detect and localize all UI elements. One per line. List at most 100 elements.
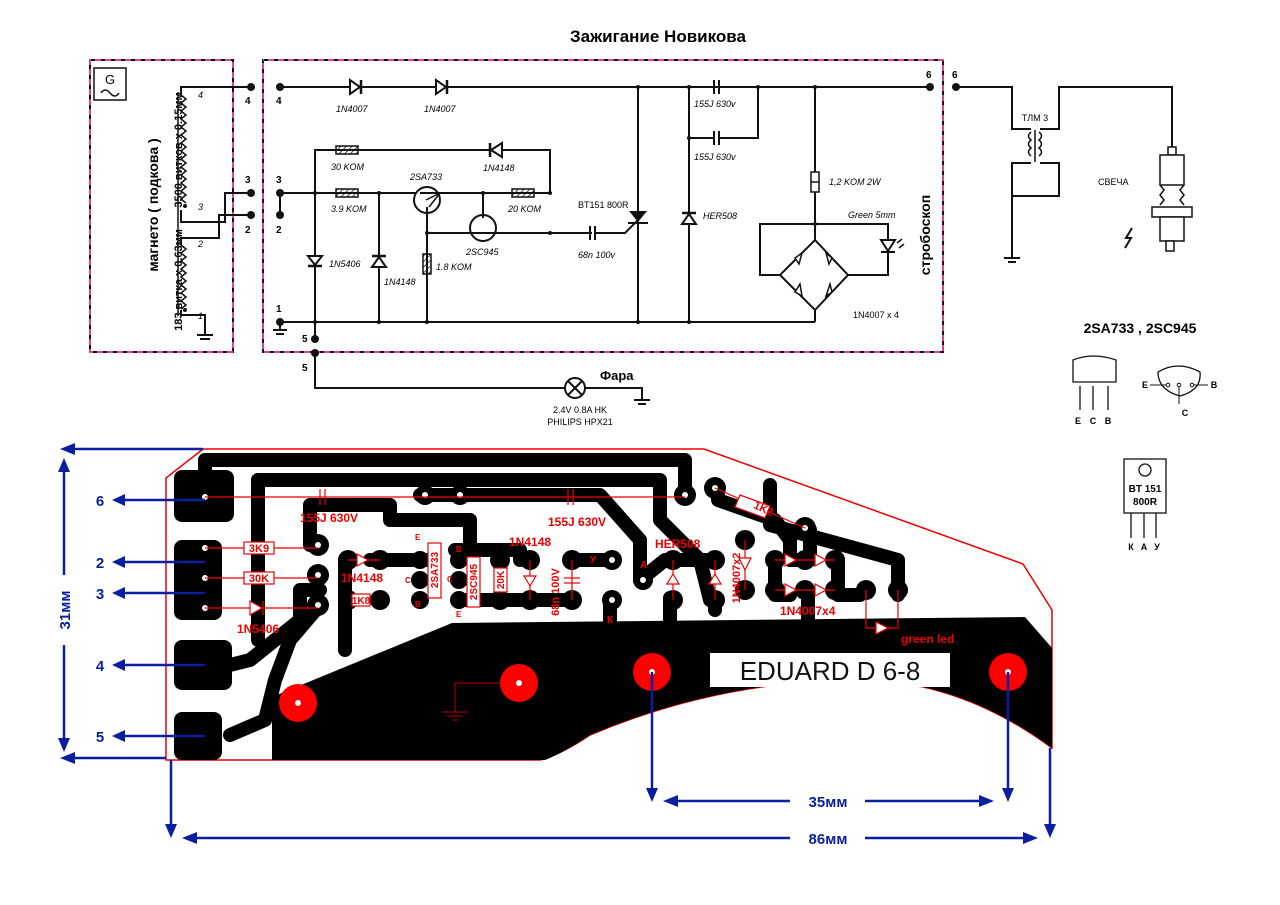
terminal-4-dot [247, 83, 255, 91]
headlamp-block: 5 Фара 2.4V 0.8A HK PHILIPS HPX21 [302, 349, 650, 427]
label-1n4007-b: 1N4007 [424, 104, 457, 114]
pcb-label-30k: 30K [249, 573, 269, 585]
terminal-3-dot [247, 189, 255, 197]
pcb-pin-b-q2: B [456, 545, 462, 554]
pcb-label-3k9: 3K9 [249, 543, 269, 555]
terminal-2-dot [247, 211, 255, 219]
pcb-pin-e-q2: E [456, 610, 462, 619]
tap-3: 3 [198, 202, 203, 212]
label-green-led: Green 5mm [848, 210, 896, 220]
label-1n4148-low: 1N4148 [384, 277, 416, 287]
scr-body-1: BT 151 [1129, 484, 1162, 495]
pcb-label-1n4007x2: 1N4007x2 [731, 553, 743, 604]
magneto-terminal-2: 2 [245, 225, 251, 236]
magneto-terminal-3: 3 [245, 175, 251, 186]
circuit-terminal-2: 2 [276, 225, 282, 236]
pcb-terminal-3: 3 [96, 586, 104, 603]
label-68n: 68n 100v [578, 250, 616, 260]
dimensions: 6 2 3 4 5 31мм 86мм 35мм [57, 443, 1056, 848]
ground-icon [1004, 257, 1020, 263]
pcb-layout: EDUARD D 6-8 155J 630V 155J 630V [165, 448, 1053, 761]
tap-1: 1 [198, 311, 203, 321]
hv-coil-icon [179, 94, 188, 204]
ground-icon [197, 334, 213, 340]
pcb-pin-u: У [590, 555, 597, 566]
label-155j-a: 155J 630v [694, 99, 736, 109]
pcb-pin-k: К [607, 615, 614, 626]
pcb-label-1n4148-b: 1N4148 [509, 535, 551, 549]
tap-2: 2 [197, 239, 203, 249]
lv-coil-icon [179, 244, 188, 310]
scr-pin-a: А [1141, 542, 1148, 552]
ground-icon [634, 399, 650, 405]
diode-icon [488, 141, 503, 159]
pin-b-side: B [1105, 416, 1112, 426]
board-name: EDUARD D 6-8 [740, 656, 921, 686]
tap-4: 4 [198, 90, 203, 100]
magneto-terminal-4: 4 [245, 96, 251, 107]
lamp-spec-2: PHILIPS HPX21 [547, 417, 613, 427]
pcb-label-1n5406: 1N5406 [237, 622, 279, 636]
board-name-box [710, 653, 950, 687]
label-1n5406: 1N5406 [329, 259, 361, 269]
pin-b-bottom: B [1211, 380, 1218, 390]
label-155j-b: 155J 630v [694, 152, 736, 162]
ac-wave-icon [100, 89, 120, 97]
diode-icon [349, 78, 363, 96]
generator-label: G [105, 72, 115, 87]
pin-c-bottom: C [1182, 408, 1189, 418]
lamp-spec-1: 2.4V 0.8A HK [553, 405, 607, 415]
pcb-terminal-2: 2 [96, 555, 104, 572]
pin-e-side: E [1075, 416, 1081, 426]
label-20kom: 20 KOM [507, 204, 542, 214]
magneto-block: G магнето ( подкова ) 3500 витков x 0.15… [89, 59, 255, 353]
resistor-icon [422, 253, 432, 275]
label-30kom: 30 KOM [331, 162, 365, 172]
diode-icon [370, 254, 388, 268]
pcb-label-68n: 68n 100V [550, 567, 562, 615]
pad-2-3 [174, 540, 222, 620]
label-1n4007-a: 1N4007 [336, 104, 369, 114]
winding-hv-label: 3500 витков x 0.15мм [173, 92, 185, 207]
pcb-label-c1: 155J 630V [300, 511, 358, 525]
generator-icon [93, 67, 127, 101]
dimension-hole-spacing: 35мм [809, 794, 848, 811]
pcb-terminal-5: 5 [96, 729, 104, 746]
to92-bottom-icon [1157, 365, 1201, 397]
pcb-label-1n4148-a: 1N4148 [341, 571, 383, 585]
to92-side-icon [1072, 355, 1117, 410]
circuit-block: 4 6 1N4007 1N4007 1 5 3 2 30 KOM 1N4148 … [262, 59, 944, 353]
to220-icon [1123, 458, 1167, 538]
page-title: Зажигание Новикова [570, 27, 746, 46]
lamp-name: Фара [600, 368, 634, 383]
spark-plug-icon [1151, 146, 1193, 252]
label-2sc945: 2SC945 [465, 247, 500, 257]
diode-icon [435, 78, 449, 96]
label-her508: HER508 [703, 211, 737, 221]
label-1-8kom: 1.8 KOM [436, 262, 472, 272]
bridge-rectifier-icon [778, 238, 850, 312]
circuit-terminal-1: 1 [276, 304, 282, 315]
scr-pin-u: У [1154, 542, 1160, 552]
transistor-icon [469, 214, 497, 242]
ground-icon [273, 322, 287, 335]
label-2sa733: 2SA733 [409, 172, 442, 182]
label-1n4148-top: 1N4148 [483, 163, 515, 173]
pcb-pin-e-q1: E [415, 533, 421, 542]
pcb-label-2sc945: 2SC945 [469, 563, 480, 600]
resistor-icon [511, 188, 535, 198]
scr-pin-k: К [1128, 542, 1134, 552]
pin-c-side: C [1090, 416, 1097, 426]
output-block: 6 ТЛМ 3 СВЕЧА [952, 70, 1193, 263]
led-icon [879, 238, 905, 253]
pcb-label-1k8: 1K8 [352, 596, 371, 607]
circuit-terminal-3: 3 [276, 175, 282, 186]
dimension-width: 86мм [809, 831, 848, 848]
pcb-label-20k: 20K [496, 570, 507, 589]
pin-e-bottom: E [1142, 380, 1148, 390]
pcb-label-her508: HER508 [655, 537, 701, 551]
label-1-2kom: 1,2 KOM 2W [829, 177, 882, 187]
circuit-terminal-4: 4 [276, 96, 282, 107]
pcb-pin-a: А [640, 560, 647, 571]
strobe-label: стробоскоп [917, 195, 933, 275]
